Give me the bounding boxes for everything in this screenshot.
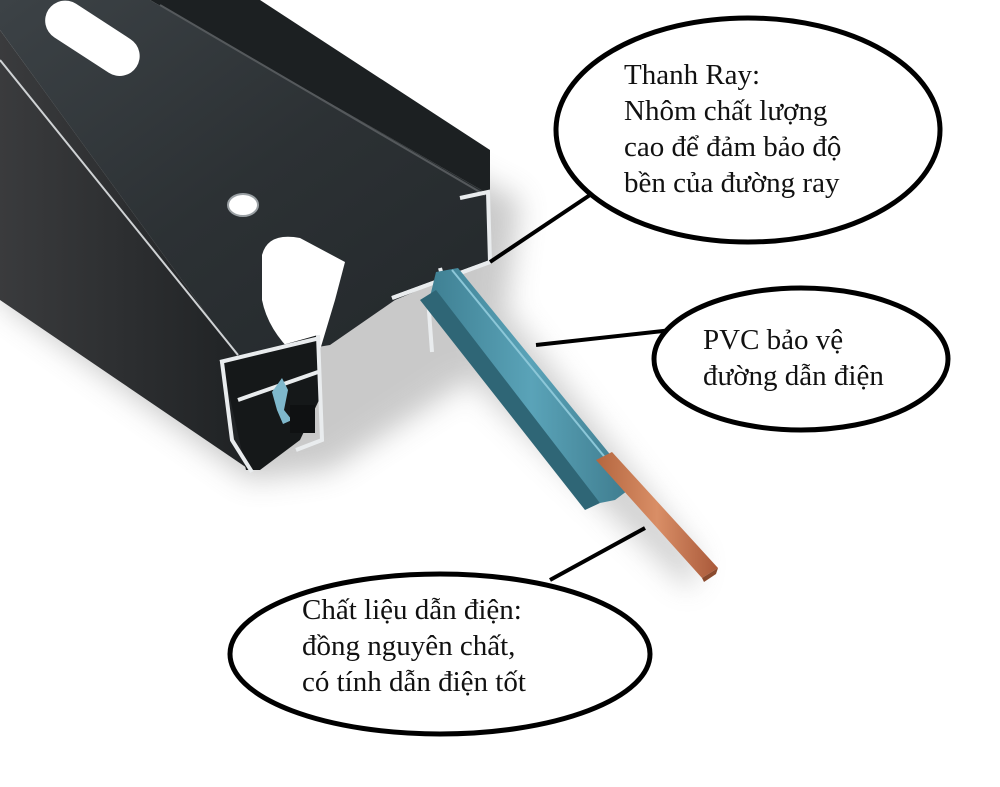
callout-bubble-pvc (651, 285, 951, 433)
callout-rail-line-4: bền của đường ray (624, 167, 840, 199)
callout-conductor-line-3: có tính dẫn điện tốt (302, 666, 526, 698)
callout-rail-line-3: cao để đảm bảo độ (624, 131, 842, 163)
callout-conductor-line-2: đồng nguyên chất, (302, 630, 516, 662)
callout-pvc-line-2: đường dẫn điện (703, 360, 884, 392)
callout-rail-line-2: Nhôm chất lượng (624, 95, 828, 127)
callout-pvc-line-1: PVC bảo vệ (703, 324, 844, 356)
leader-line-rail (488, 193, 592, 264)
callout-rail-line-1: Thanh Ray: (624, 59, 761, 91)
callout-conductor: Chất liệu dẫn điện: đồng nguyên chất, có… (302, 592, 526, 700)
aluminum-rail (0, 0, 493, 474)
leader-line-conductor (549, 526, 646, 582)
mounting-hole (227, 193, 259, 217)
copper-conductor (596, 452, 718, 582)
callout-rail: Thanh Ray: Nhôm chất lượng cao để đảm bả… (624, 57, 841, 201)
callout-pvc: PVC bảo vệ đường dẫn điện (703, 322, 884, 394)
callout-bubble-conductor (227, 571, 653, 737)
callout-conductor-line-1: Chất liệu dẫn điện: (302, 594, 522, 626)
mounting-slot-upper (45, 0, 140, 76)
pvc-insulator (420, 268, 635, 510)
leader-line-pvc (535, 328, 673, 347)
mounting-slot-lower (262, 236, 345, 355)
callout-bubble-rail (553, 15, 943, 245)
rail-profile-left-end (219, 334, 325, 474)
